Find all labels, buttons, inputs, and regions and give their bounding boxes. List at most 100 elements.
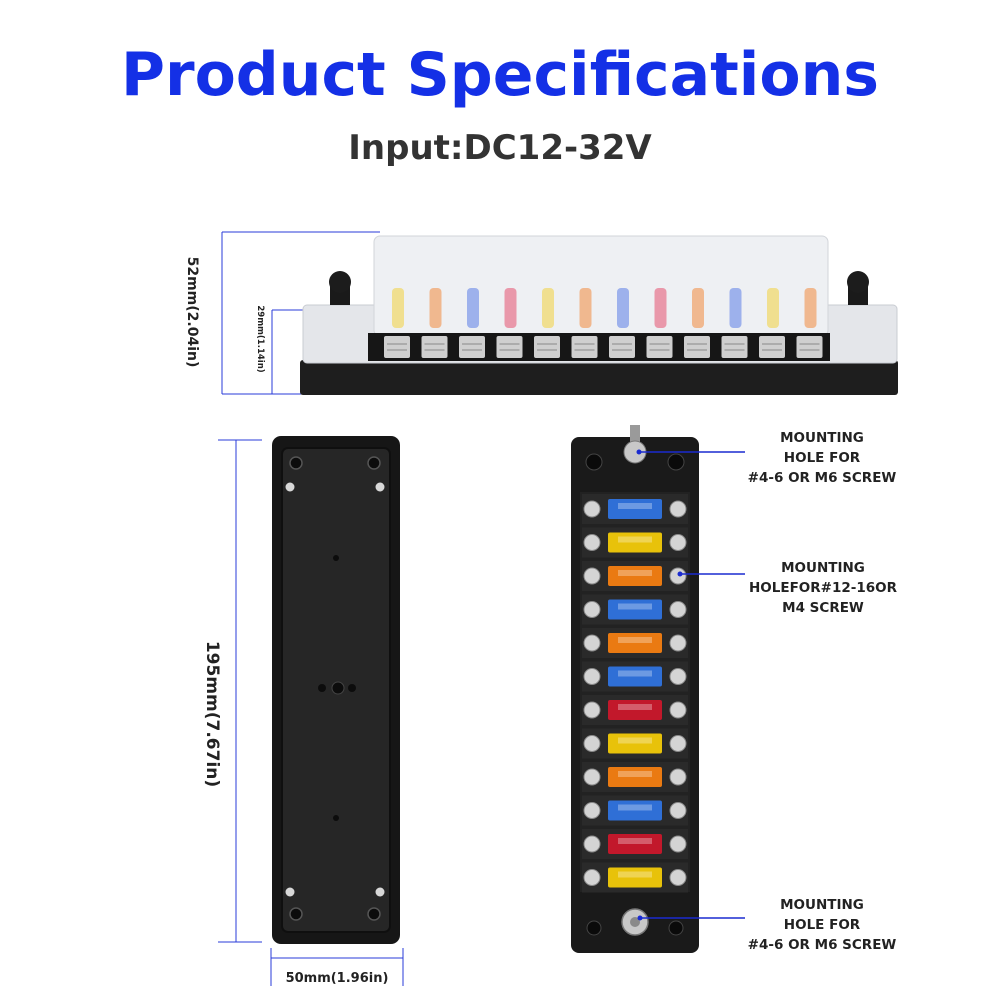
side-post-left-cap <box>329 271 351 293</box>
input-voltage-subtitle: Input:DC12-32V <box>348 128 652 168</box>
front-fuse-window <box>618 670 652 677</box>
side-post-right-cap <box>847 271 869 293</box>
front-terminal-left <box>583 634 601 652</box>
side-screw <box>496 336 523 358</box>
side-fuse <box>429 288 442 328</box>
callout-top-line2: HOLE FOR <box>783 450 861 466</box>
side-screw <box>534 336 560 358</box>
front-fuse <box>608 532 662 553</box>
front-terminal-right <box>669 768 687 786</box>
front-fuse <box>608 767 662 787</box>
dim-label-length: 195mm(7.67in) <box>202 640 222 788</box>
back-hole-tr <box>367 456 381 470</box>
front-terminal-left <box>583 567 601 585</box>
front-terminal-right <box>669 835 687 853</box>
side-screw <box>459 336 485 358</box>
front-terminal-right <box>669 802 687 819</box>
front-terminal-left <box>583 601 601 618</box>
side-base <box>300 360 898 395</box>
front-fuse-window <box>618 704 652 710</box>
back-view <box>218 436 404 986</box>
callout-bottom-line3: #4-6 OR M6 SCREW <box>747 937 897 953</box>
front-hole-br <box>668 920 684 936</box>
callout-bottom-line2: HOLE FOR <box>783 917 861 933</box>
front-fuse-window <box>618 570 652 576</box>
front-hole-bl <box>586 920 602 936</box>
back-screw-br <box>375 887 385 897</box>
front-terminal-right <box>669 567 687 585</box>
front-fuse-window <box>618 536 652 543</box>
back-screw-tr <box>375 482 385 492</box>
page-title: Product Specifications <box>121 40 879 110</box>
side-fuse <box>804 288 817 328</box>
front-terminal-right <box>669 668 687 685</box>
back-hole-tl <box>289 456 303 470</box>
back-hole-br <box>367 907 381 921</box>
side-screw <box>384 336 410 358</box>
front-terminal-left <box>583 668 601 685</box>
front-fuse-window <box>618 603 652 610</box>
side-view <box>221 231 898 395</box>
side-screw <box>684 336 710 358</box>
front-terminal-right <box>669 701 687 719</box>
side-fuse <box>579 288 592 328</box>
callout-top-line1: MOUNTING <box>780 430 864 446</box>
front-fuse <box>608 666 662 687</box>
front-terminal-left <box>583 500 601 518</box>
back-dot-center-right <box>348 684 356 692</box>
front-terminal-left <box>583 802 601 819</box>
side-fuse <box>467 288 479 328</box>
front-fuse-window <box>618 771 652 777</box>
front-terminal-right <box>669 735 687 752</box>
front-fuse <box>608 867 662 888</box>
back-dot-center-left <box>318 684 326 692</box>
callout-side-line1: MOUNTING <box>781 560 865 576</box>
front-terminal-left <box>583 701 601 719</box>
front-terminal-right <box>669 500 687 518</box>
front-terminal-right <box>669 634 687 652</box>
back-center-hole <box>331 681 345 695</box>
side-fuses <box>392 288 817 328</box>
callout-top-line3: #4-6 OR M6 SCREW <box>747 470 897 486</box>
callout-top-hole: MOUNTING HOLE FOR #4-6 OR M6 SCREW <box>742 428 902 488</box>
side-screw <box>571 336 598 358</box>
back-screw-tl <box>285 482 295 492</box>
side-fuse <box>504 288 517 328</box>
front-terminal-left <box>583 835 601 853</box>
dim-label-width: 50mm(1.96in) <box>285 971 389 986</box>
back-screw-bl <box>285 887 295 897</box>
side-screw <box>721 336 748 358</box>
front-fuse <box>608 633 662 653</box>
front-view <box>571 425 745 953</box>
side-fuse <box>542 288 554 328</box>
front-fuse-window <box>618 637 652 643</box>
back-dot-lower <box>333 815 339 821</box>
front-terminal-left <box>583 534 601 551</box>
dim-label-height-base: 29mm(1.14in) <box>255 305 265 373</box>
front-fuse-rows <box>582 494 688 893</box>
front-fuse-window <box>618 503 652 509</box>
front-fuse <box>608 800 662 821</box>
callout-side-line2: HOLEFOR#12-16OR <box>748 580 898 596</box>
callout-dot-side <box>677 571 683 577</box>
front-fuse <box>608 733 662 754</box>
side-screw <box>646 336 673 358</box>
side-fuse <box>767 288 779 328</box>
front-terminal-left <box>583 768 601 786</box>
front-fuse <box>608 700 662 720</box>
side-fuse <box>392 288 404 328</box>
dim-label-height-total: 52mm(2.04in) <box>184 256 200 368</box>
front-bottom-stud <box>630 917 640 927</box>
side-screw <box>609 336 635 358</box>
front-fuse <box>608 599 662 620</box>
side-screw <box>796 336 823 358</box>
front-fuse-window <box>618 804 652 811</box>
back-dot-upper <box>333 555 339 561</box>
front-fuse <box>608 566 662 586</box>
side-fuse <box>654 288 667 328</box>
front-terminal-left <box>583 735 601 752</box>
side-screws <box>384 336 823 358</box>
front-fuse-window <box>618 737 652 744</box>
